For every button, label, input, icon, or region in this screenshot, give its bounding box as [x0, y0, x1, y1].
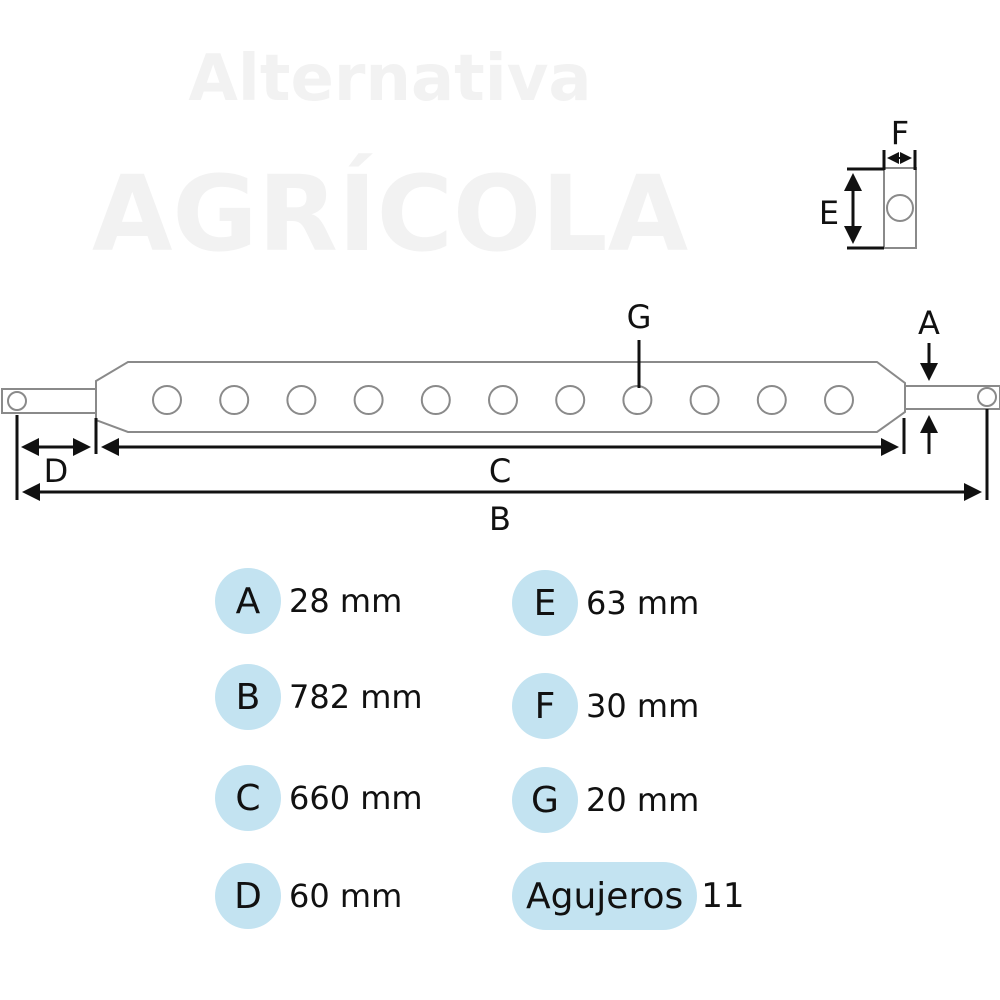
bar-hole	[152, 385, 182, 415]
badge-c: C	[215, 765, 281, 831]
legend-item-a: A 28 mm	[215, 567, 402, 635]
legend-item-g: G 20 mm	[512, 766, 699, 834]
label-c: C	[489, 452, 511, 490]
bar-hole	[286, 385, 317, 415]
badge-a: A	[215, 568, 281, 634]
badge-d: D	[215, 863, 281, 929]
bar-hole	[689, 385, 720, 415]
bar-hole	[622, 385, 653, 415]
legend-item-d: D 60 mm	[215, 862, 402, 930]
bar-hole	[353, 385, 384, 415]
drawbar	[1, 361, 1000, 433]
watermark-line1: Alternativa	[188, 42, 591, 116]
badge-b: B	[215, 664, 281, 730]
legend-item-f: F 30 mm	[512, 672, 699, 740]
label-f: F	[891, 114, 909, 152]
value-e: 63 mm	[586, 584, 700, 622]
legend-item-b: B 782 mm	[215, 663, 423, 731]
value-g: 20 mm	[586, 781, 700, 819]
label-b: B	[489, 500, 511, 538]
label-a: A	[918, 304, 940, 342]
value-holes: 11	[701, 876, 745, 916]
bar-hole	[824, 385, 854, 415]
badge-e: E	[512, 570, 578, 636]
label-g: G	[627, 298, 652, 336]
badge-g: G	[512, 767, 578, 833]
left-tab-hole	[7, 391, 27, 411]
bar-holes	[152, 385, 854, 415]
value-c: 660 mm	[289, 779, 423, 817]
bar-hole	[488, 385, 518, 415]
badge-holes: Agujeros	[512, 862, 698, 930]
bar-hole	[219, 385, 250, 415]
label-e: E	[819, 194, 839, 232]
bar-hole	[555, 385, 586, 415]
value-b: 782 mm	[289, 678, 423, 716]
legend-item-e: E 63 mm	[512, 569, 699, 637]
watermark-line2: AGRÍCOLA	[92, 153, 688, 275]
value-d: 60 mm	[289, 877, 403, 915]
bar-hole	[420, 385, 451, 415]
legend-item-holes: Agujeros 11	[512, 862, 745, 930]
legend-item-c: C 660 mm	[215, 764, 423, 832]
value-f: 30 mm	[586, 687, 700, 725]
right-tab-hole	[977, 387, 997, 407]
bar-hole	[756, 385, 787, 415]
label-d: D	[44, 452, 69, 490]
end-view: E F	[819, 114, 917, 250]
badge-f: F	[512, 673, 578, 739]
value-a: 28 mm	[289, 582, 403, 620]
